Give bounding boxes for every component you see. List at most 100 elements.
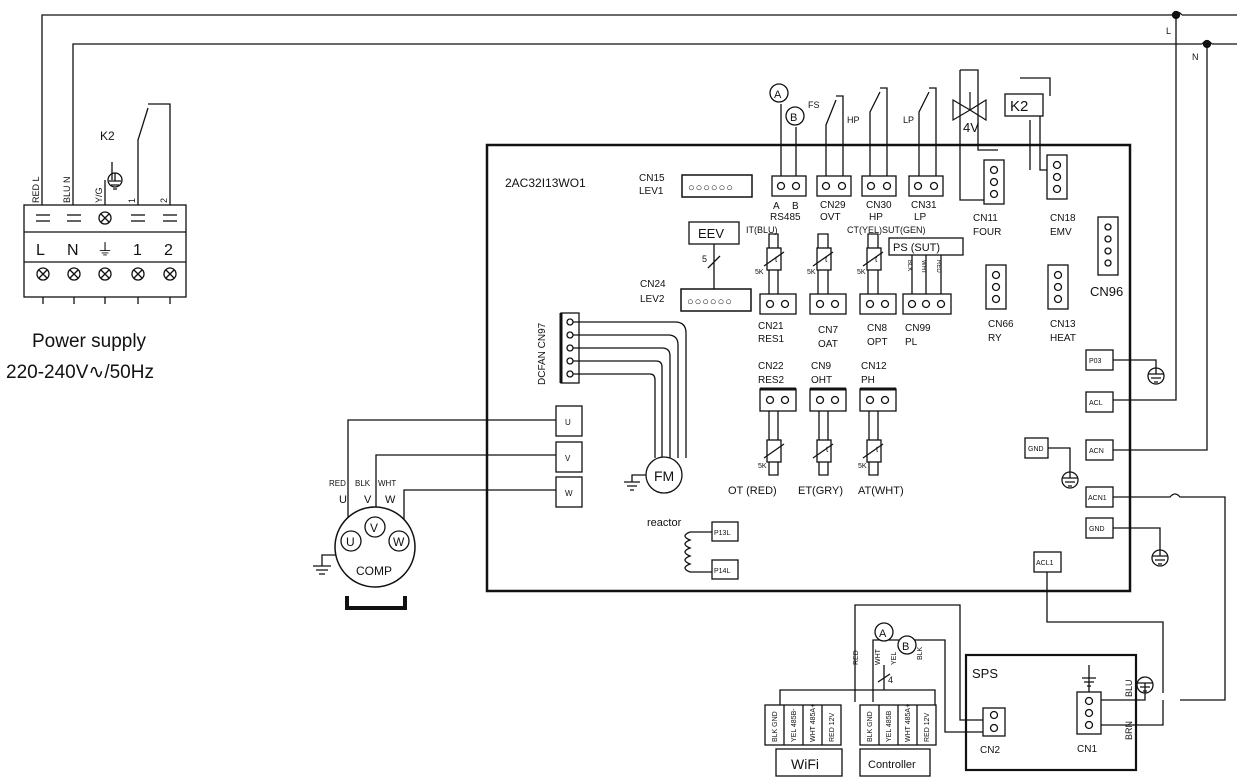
controller-pin-1: BLK GND — [867, 711, 874, 742]
cn12-connector: t 5K CN12 PH AT(WHT) — [858, 361, 904, 497]
cn29-switch: FS — [808, 100, 820, 110]
cn21-sensor: IT(BLU) — [746, 225, 778, 235]
cn15-sub: LEV1 — [639, 186, 664, 197]
cn21-sub: RES1 — [758, 334, 785, 345]
rs485-b-circle: B — [790, 112, 797, 124]
cn22-sub: RES2 — [758, 375, 785, 386]
comp-w: W — [393, 535, 405, 549]
cn9-connector: t CN9 OHT ET(GRY) — [798, 361, 847, 497]
svg-text:○○○○○○: ○○○○○○ — [688, 182, 734, 194]
cn99-sub: PL — [905, 337, 918, 348]
cn21-label: CN21 — [758, 321, 784, 332]
board-model: 2AC32I13WO1 — [505, 176, 586, 190]
block-v: V — [565, 454, 571, 463]
bus-wiring: A B RED WHT YEL BLK 4 — [779, 604, 983, 733]
comp-u: U — [346, 535, 355, 549]
bus-count: 4 — [888, 675, 893, 685]
rs485-a-pin: A — [773, 201, 780, 212]
cn9-t: t — [826, 445, 829, 454]
cn18-label: CN18 — [1050, 213, 1076, 224]
compressor-label: COMP — [356, 564, 392, 578]
terminal-p03: P03 — [1089, 358, 1102, 365]
cn29-sub: OVT — [820, 212, 841, 223]
reactor: reactor P13L P14L — [647, 517, 739, 580]
cn9-label: CN9 — [811, 361, 831, 372]
wire-red: RED — [329, 479, 346, 488]
bus-wire-blk: BLK — [917, 646, 924, 660]
bus-wire-red: RED — [853, 650, 860, 665]
block-u: U — [565, 418, 571, 427]
terminal-acn: ACN — [1089, 448, 1104, 455]
cn8-t: t — [875, 255, 878, 264]
cn8-r: 5K — [857, 269, 866, 276]
cn31-connector: LP CN31 LP — [903, 87, 944, 223]
wire-label-yg: Y/G — [94, 187, 104, 203]
cn7-r: 5K — [807, 269, 816, 276]
cn12-r: 5K — [858, 463, 867, 470]
bus-wire-wht: WHT — [875, 648, 882, 665]
cn7-connector: t 5K CN7 OAT — [807, 233, 847, 350]
controller-label: Controller — [868, 759, 916, 771]
rs485-b-pin: B — [792, 201, 799, 212]
wifi-module: BLK GND YEL 485B- WHT 485A+ RED 12V WiFi — [764, 704, 843, 777]
cn9-sub: OHT — [811, 375, 832, 386]
board-gnd-tag: GND — [1028, 446, 1044, 453]
strip-relay-label: K2 — [100, 129, 115, 143]
bus-wire-yel: YEL — [891, 652, 898, 665]
cn18-connector: K2 CN18 EMV — [1004, 77, 1076, 238]
wire-label-red-l: RED L — [31, 176, 41, 203]
cn12-t: t — [876, 445, 879, 454]
reactor-p13l: P13L — [714, 530, 730, 537]
cn30-connector: HP CN30 HP — [847, 87, 897, 223]
cn7-sub: OAT — [818, 339, 838, 350]
cn31-switch: LP — [903, 115, 914, 125]
controller-pin-4: RED 12V — [924, 712, 931, 742]
fan-motor-label: FM — [654, 468, 674, 484]
terminal-acn1: ACN1 — [1088, 495, 1107, 502]
wire-label-blu-n: BLU N — [62, 176, 72, 203]
wifi-label: WiFi — [791, 756, 819, 772]
cn11-label: CN11 — [973, 213, 998, 224]
cn99-ps: PS (SUT) — [893, 242, 940, 254]
cn30-label: CN30 — [866, 200, 892, 211]
cn11-valve: 4V — [963, 120, 979, 135]
cn15-label: CN15 — [639, 173, 665, 184]
phase-v: V — [364, 494, 372, 506]
sps-brn: BRN — [1124, 721, 1134, 740]
cn22-r: 5K — [758, 463, 767, 470]
cn24-label: CN24 — [640, 279, 666, 290]
cn29-label: CN29 — [820, 200, 846, 211]
cn11-sub: FOUR — [973, 227, 1001, 238]
reactor-p14l: P14L — [714, 568, 730, 575]
cn12-sub: PH — [861, 375, 875, 386]
wire-blk: BLK — [355, 479, 371, 488]
sps-cn2: CN2 — [980, 745, 1000, 756]
eev-label: EEV — [698, 226, 724, 241]
wifi-pin-3: WHT 485A+ — [810, 704, 817, 742]
cn21-r: 5K — [755, 269, 764, 276]
cn99-wire-wht: WHT — [920, 260, 926, 274]
power-supply-title: Power supply — [32, 331, 147, 352]
rs485-connector: A B A B RS485 — [769, 83, 807, 223]
cn30-switch: HP — [847, 115, 860, 125]
cn66-connector: CN66 RY — [985, 264, 1014, 344]
cn22-sensor: OT (RED) — [728, 485, 777, 497]
power-supply-voltage: 220-240V∿/50Hz — [6, 362, 154, 383]
cn12-sensor: AT(WHT) — [858, 485, 904, 497]
cn99-wire-blk: BLK — [906, 260, 912, 271]
cn8-label: CN8 — [867, 323, 887, 334]
terminal-acl: ACL — [1089, 400, 1103, 407]
sps-module: SPS CN2 CN1 BLU BRN — [964, 653, 1164, 772]
phase-u: U — [339, 494, 347, 506]
cn7-t: t — [825, 255, 828, 264]
main-board: 2AC32I13WO1 — [485, 143, 1132, 593]
eev-count: 5 — [702, 254, 707, 264]
cn13-connector: CN13 HEAT — [1047, 264, 1076, 344]
controller-module: BLK GND YEL 485B WHT 485A+ RED 12V Contr… — [859, 704, 937, 777]
mains-l-label: L — [1166, 26, 1171, 36]
terminal-2: 2 — [164, 242, 173, 259]
sps-blu: BLU — [1124, 679, 1134, 697]
cn9-sensor: ET(GRY) — [798, 485, 843, 497]
terminal-gnd: GND — [1089, 526, 1105, 533]
